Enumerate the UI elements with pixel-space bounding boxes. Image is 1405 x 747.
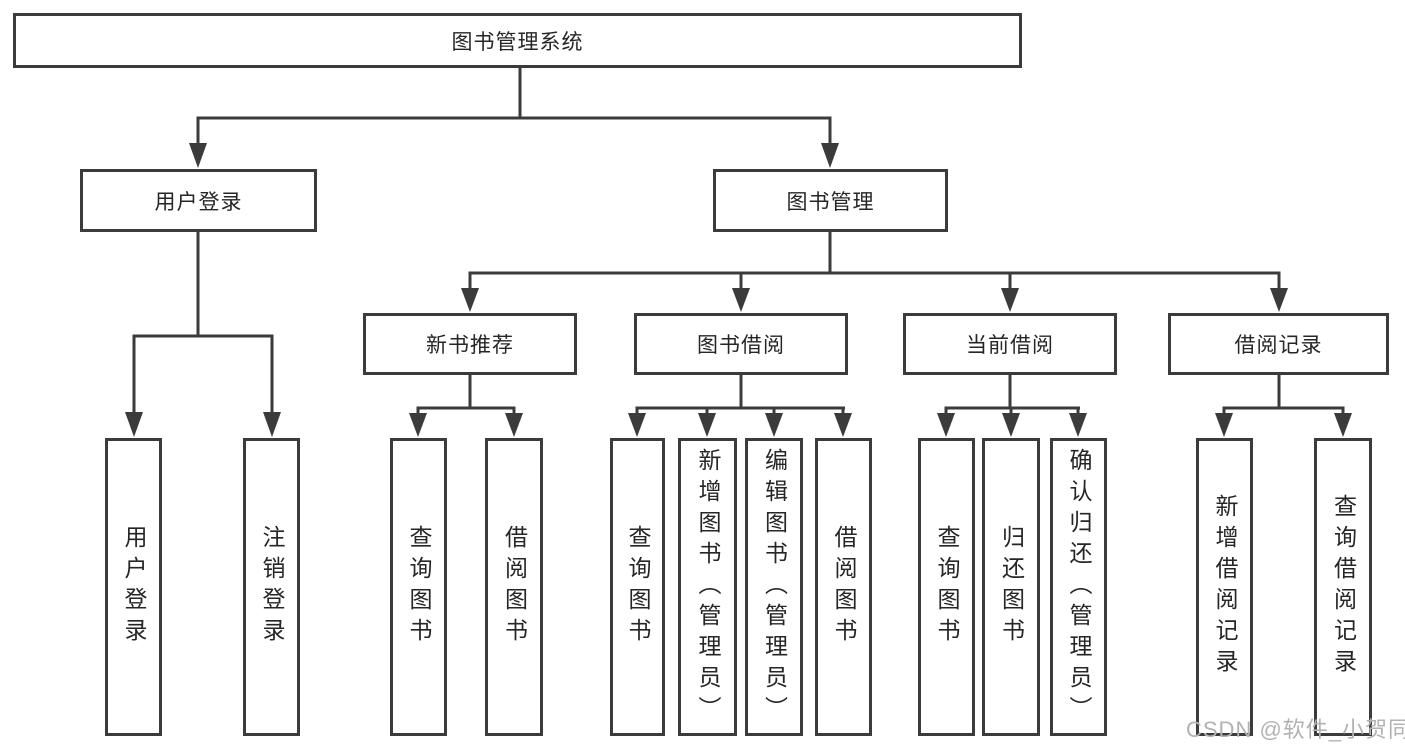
leaf-query-book-borrowing: 查询图书 <box>610 438 665 736</box>
leaf-add-book-admin: 新增图书（管理员） <box>678 438 737 736</box>
leaf-query-borrow-record: 查询借阅记录 <box>1314 438 1372 736</box>
leaf-logout: 注销登录 <box>243 438 300 736</box>
leaf-borrow-book-recommend: 借阅图书 <box>485 438 543 736</box>
node-label: 编辑图书（管理员） <box>761 447 788 727</box>
node-label: 图书管理系统 <box>451 30 584 54</box>
node-borrowing-records: 借阅记录 <box>1168 313 1389 375</box>
leaf-add-borrow-record: 新增借阅记录 <box>1196 438 1253 736</box>
node-label: 查询图书 <box>406 525 432 649</box>
node-book-management: 图书管理 <box>713 169 948 232</box>
node-label: 查询图书 <box>934 525 960 649</box>
node-library-management-system: 图书管理系统 <box>13 13 1022 68</box>
leaf-confirm-return-admin: 确认归还（管理员） <box>1050 438 1107 736</box>
leaf-query-book-current: 查询图书 <box>918 438 975 736</box>
node-label: 新书推荐 <box>426 334 514 357</box>
node-label: 确认归还（管理员） <box>1066 447 1092 727</box>
leaf-user-login: 用户登录 <box>105 438 162 736</box>
node-label: 借阅图书 <box>501 525 528 649</box>
node-label: 注销登录 <box>259 525 285 649</box>
node-label: 新增图书（管理员） <box>695 447 721 727</box>
node-book-borrowing: 图书借阅 <box>634 313 848 375</box>
node-label: 查询图书 <box>625 525 651 649</box>
watermark: CSDN @软件_小贺同学 <box>1186 717 1405 742</box>
node-label: 用户登录 <box>121 525 147 649</box>
node-label: 图书借阅 <box>697 334 785 357</box>
node-label: 用户登录 <box>154 190 243 214</box>
node-label: 查询借阅记录 <box>1330 494 1357 680</box>
leaf-return-book: 归还图书 <box>982 438 1040 736</box>
node-label: 图书管理 <box>786 190 875 214</box>
leaf-query-book-recommend: 查询图书 <box>390 438 447 736</box>
node-label: 借阅图书 <box>831 525 857 649</box>
node-label: 借阅记录 <box>1234 334 1323 357</box>
leaf-borrow-book-borrowing: 借阅图书 <box>815 438 872 736</box>
leaf-edit-book-admin: 编辑图书（管理员） <box>745 438 803 736</box>
node-current-borrowing: 当前借阅 <box>903 313 1117 375</box>
node-label: 归还图书 <box>998 525 1025 649</box>
node-new-book-recommendation: 新书推荐 <box>363 313 577 375</box>
node-label: 当前借阅 <box>966 334 1054 357</box>
node-user-login: 用户登录 <box>80 169 317 232</box>
node-label: 新增借阅记录 <box>1212 494 1238 680</box>
